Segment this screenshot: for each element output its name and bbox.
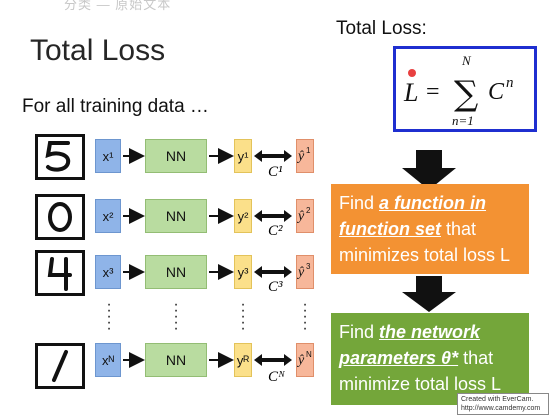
slide-subtitle: For all training data …: [22, 96, 209, 117]
double-arrow-icon: [254, 210, 292, 222]
down-arrow-icon: [402, 276, 456, 312]
svg-text:ŷ: ŷ: [297, 353, 305, 368]
double-arrow-icon: [254, 266, 292, 278]
formula-term: C: [488, 79, 505, 105]
evercam-watermark: Created with EverCam. http://www.camdemy…: [457, 393, 549, 415]
nn-box: NN: [145, 255, 207, 289]
formula-sum-bottom: n=1: [452, 113, 474, 128]
step2-emph: the network parameters θ*: [339, 322, 481, 368]
step2-prefix: Find: [339, 322, 380, 342]
digit-image-4: [35, 250, 85, 296]
formula-sum-top: N: [461, 53, 472, 68]
output-y3: y³: [234, 255, 252, 289]
pointer-dot-icon: [408, 69, 416, 77]
input-x2: x²: [95, 199, 121, 233]
svg-text:N: N: [306, 350, 312, 359]
watermark-line1: Created with EverCam.: [461, 396, 534, 403]
svg-text:ŷ: ŷ: [297, 209, 305, 224]
input-xN: xᴺ: [95, 343, 121, 377]
svg-text:ŷ: ŷ: [297, 149, 305, 164]
step2-panel: Find the network parameters θ* that mini…: [331, 313, 529, 405]
vertical-ellipsis-icon: ·····: [302, 296, 308, 337]
nn-box: NN: [145, 343, 207, 377]
formula-svg: L = ∑ N n=1 C n: [403, 53, 514, 128]
step1-rest: that minimizes total loss L: [339, 219, 511, 265]
digit-image-1: [35, 343, 85, 389]
slide-title: Total Loss: [30, 34, 166, 67]
vertical-ellipsis-icon: ·····: [173, 296, 179, 337]
formula-equals: =: [426, 79, 440, 105]
digit-image-5: [35, 134, 85, 180]
total-loss-label: Total Loss:: [336, 18, 427, 39]
input-x3: x³: [95, 255, 121, 289]
nn-box: NN: [145, 199, 207, 233]
output-y1: y¹: [234, 139, 252, 173]
watermark-line2: http://www.camdemy.com: [461, 405, 541, 412]
cost-c2: C²: [268, 223, 283, 239]
cost-cN: Cᴺ: [268, 369, 285, 385]
down-arrow-icon: [402, 150, 456, 190]
svg-text:1: 1: [306, 146, 311, 155]
svg-text:2: 2: [306, 206, 311, 215]
vertical-ellipsis-icon: ·····: [106, 296, 112, 337]
input-x1: x¹: [95, 139, 121, 173]
cost-c3: C³: [268, 279, 283, 295]
double-arrow-icon: [254, 354, 292, 366]
step1-panel: Find a function in function set that min…: [331, 184, 529, 274]
formula-lhs: L: [403, 78, 418, 107]
double-arrows: [254, 150, 292, 366]
top-hint-text: 分类 — 原始文本: [64, 0, 172, 12]
step1-prefix: Find: [339, 193, 380, 213]
total-loss-formula: L = ∑ N n=1 C n: [393, 46, 537, 132]
output-y2: y²: [234, 199, 252, 233]
step2-rest: that minimize total loss L: [339, 348, 502, 394]
cost-c1: C¹: [268, 164, 283, 180]
digit-image-0: [35, 194, 85, 240]
vertical-ellipsis-icon: ·····: [240, 296, 246, 337]
output-yN: yᴿ: [234, 343, 252, 377]
double-arrow-icon: [254, 150, 292, 162]
formula-term-sup: n: [506, 75, 514, 91]
svg-text:ŷ: ŷ: [297, 265, 305, 280]
svg-text:3: 3: [306, 262, 311, 271]
step1-emph: a function in function set: [339, 193, 487, 239]
nn-box: NN: [145, 139, 207, 173]
sigma-icon: ∑: [454, 74, 478, 114]
